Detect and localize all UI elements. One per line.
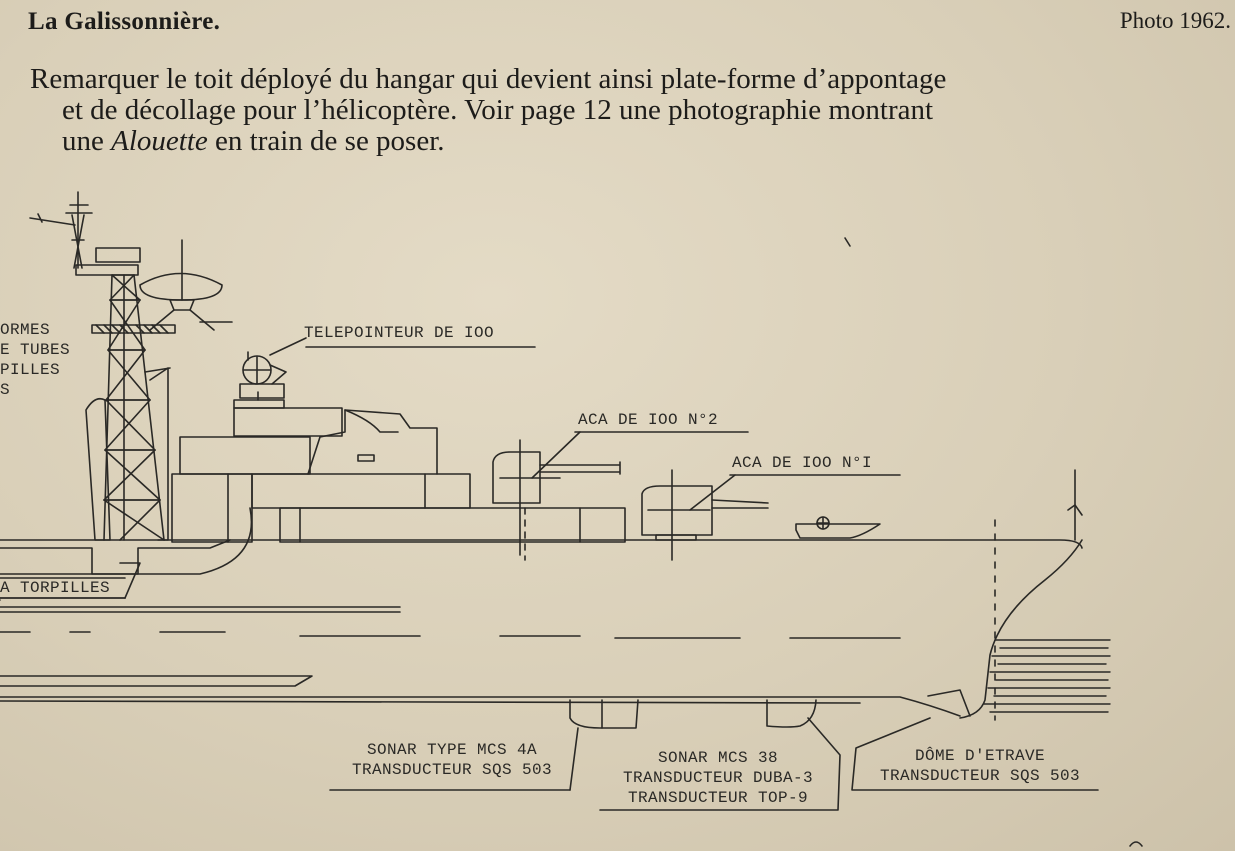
caption-line-1: Remarquer le toit déployé du hangar qui …: [30, 63, 947, 95]
caption-line-2: et de décollage pour l’hélicoptère. Voir…: [62, 94, 934, 126]
bow-mount: [795, 516, 881, 539]
stray-mark: [844, 237, 851, 247]
sonar-domes: [329, 689, 1099, 811]
photo-date: Photo 1962.: [1119, 8, 1231, 33]
aca-2-label: ACA DE IOO N°2: [578, 411, 719, 429]
torpilles-label: A TORPILLES: [0, 579, 111, 597]
aca-1-label: ACA DE IOO N°I: [732, 454, 873, 472]
ship-hull: [0, 469, 1083, 721]
gun-mount-2: [492, 431, 749, 556]
waterline-hatching: [983, 639, 1111, 713]
caption-line-3: une Alouette en train de se poser.: [62, 125, 445, 157]
telepointeur-label: TELEPOINTEUR DE IOO: [304, 324, 495, 342]
dome-etrave-label: DÔME D'ETRAVE TRANSDUCTEUR SQS 503: [879, 747, 1081, 785]
lattice-mast: [29, 191, 176, 541]
sonar-mcs-4a-label: SONAR TYPE MCS 4A TRANSDUCTEUR SQS 503: [351, 741, 553, 779]
gun-mount-1: [641, 469, 901, 561]
sonar-mcs-38-label: SONAR MCS 38 TRANSDUCTEUR DUBA-3 TRANSDU…: [622, 749, 814, 807]
page-title: La Galissonnière.: [28, 8, 221, 35]
page-number-glyph: [1129, 841, 1143, 847]
left-partial-label: ORMES E TUBES PILLES S: [0, 321, 71, 399]
radar-antenna: [139, 239, 233, 331]
fire-control-director: [239, 337, 536, 399]
caption-italic-word: Alouette: [111, 125, 208, 157]
forward-superstructure: [85, 367, 626, 543]
caption-text: Remarquer le toit déployé du hangar qui …: [30, 64, 1230, 157]
